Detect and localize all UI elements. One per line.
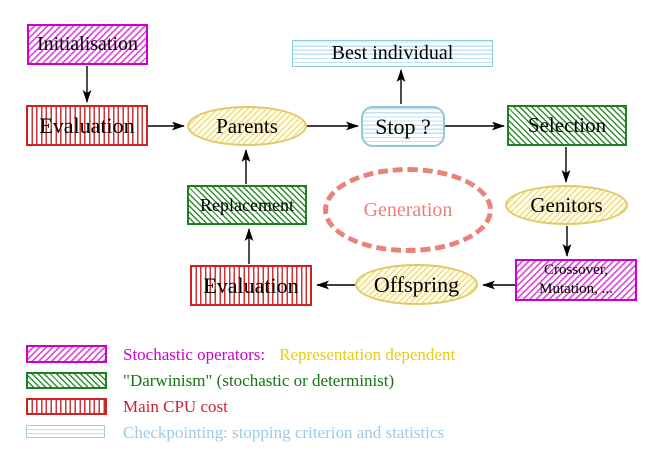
legend-text-representation: Representation dependent bbox=[279, 345, 456, 364]
legend-label-cpu-cost: Main CPU cost bbox=[123, 397, 228, 416]
legend-swatch-stochastic-operators bbox=[26, 345, 107, 363]
legend-label-stochastic-operators: Stochastic operators: Representation depe… bbox=[123, 345, 455, 365]
legend-swatch-checkpointing bbox=[26, 425, 105, 438]
node-evaluation-bottom: Evaluation bbox=[190, 265, 312, 306]
crossover-line2: Mutation, ... bbox=[539, 281, 613, 297]
node-evaluation-top: Evaluation bbox=[26, 105, 148, 146]
node-genitors: Genitors bbox=[505, 185, 628, 225]
legend-label-checkpointing: Checkpointing: stopping criterion and st… bbox=[123, 423, 445, 442]
crossover-line1: Crossover, bbox=[544, 262, 608, 279]
node-initialisation: Initialisation bbox=[27, 24, 148, 65]
legend-swatch-darwinism bbox=[26, 372, 107, 389]
node-replacement: Replacement bbox=[187, 185, 307, 225]
node-stop: Stop ? bbox=[361, 106, 445, 147]
legend-text-stochastic: Stochastic operators: bbox=[123, 345, 266, 364]
legend-label-darwinism: "Darwinism" (stochastic or determinist) bbox=[123, 371, 395, 390]
node-parents: Parents bbox=[187, 106, 307, 146]
node-best-individual: Best individual bbox=[292, 40, 493, 67]
node-generation-dashed-ellipse: Generation bbox=[323, 167, 493, 253]
legend-swatch-cpu-cost bbox=[26, 398, 107, 415]
node-offspring: Offspring bbox=[355, 264, 478, 305]
node-crossover-mutation: Crossover, Mutation, ... bbox=[515, 259, 637, 301]
node-selection: Selection bbox=[507, 105, 627, 146]
